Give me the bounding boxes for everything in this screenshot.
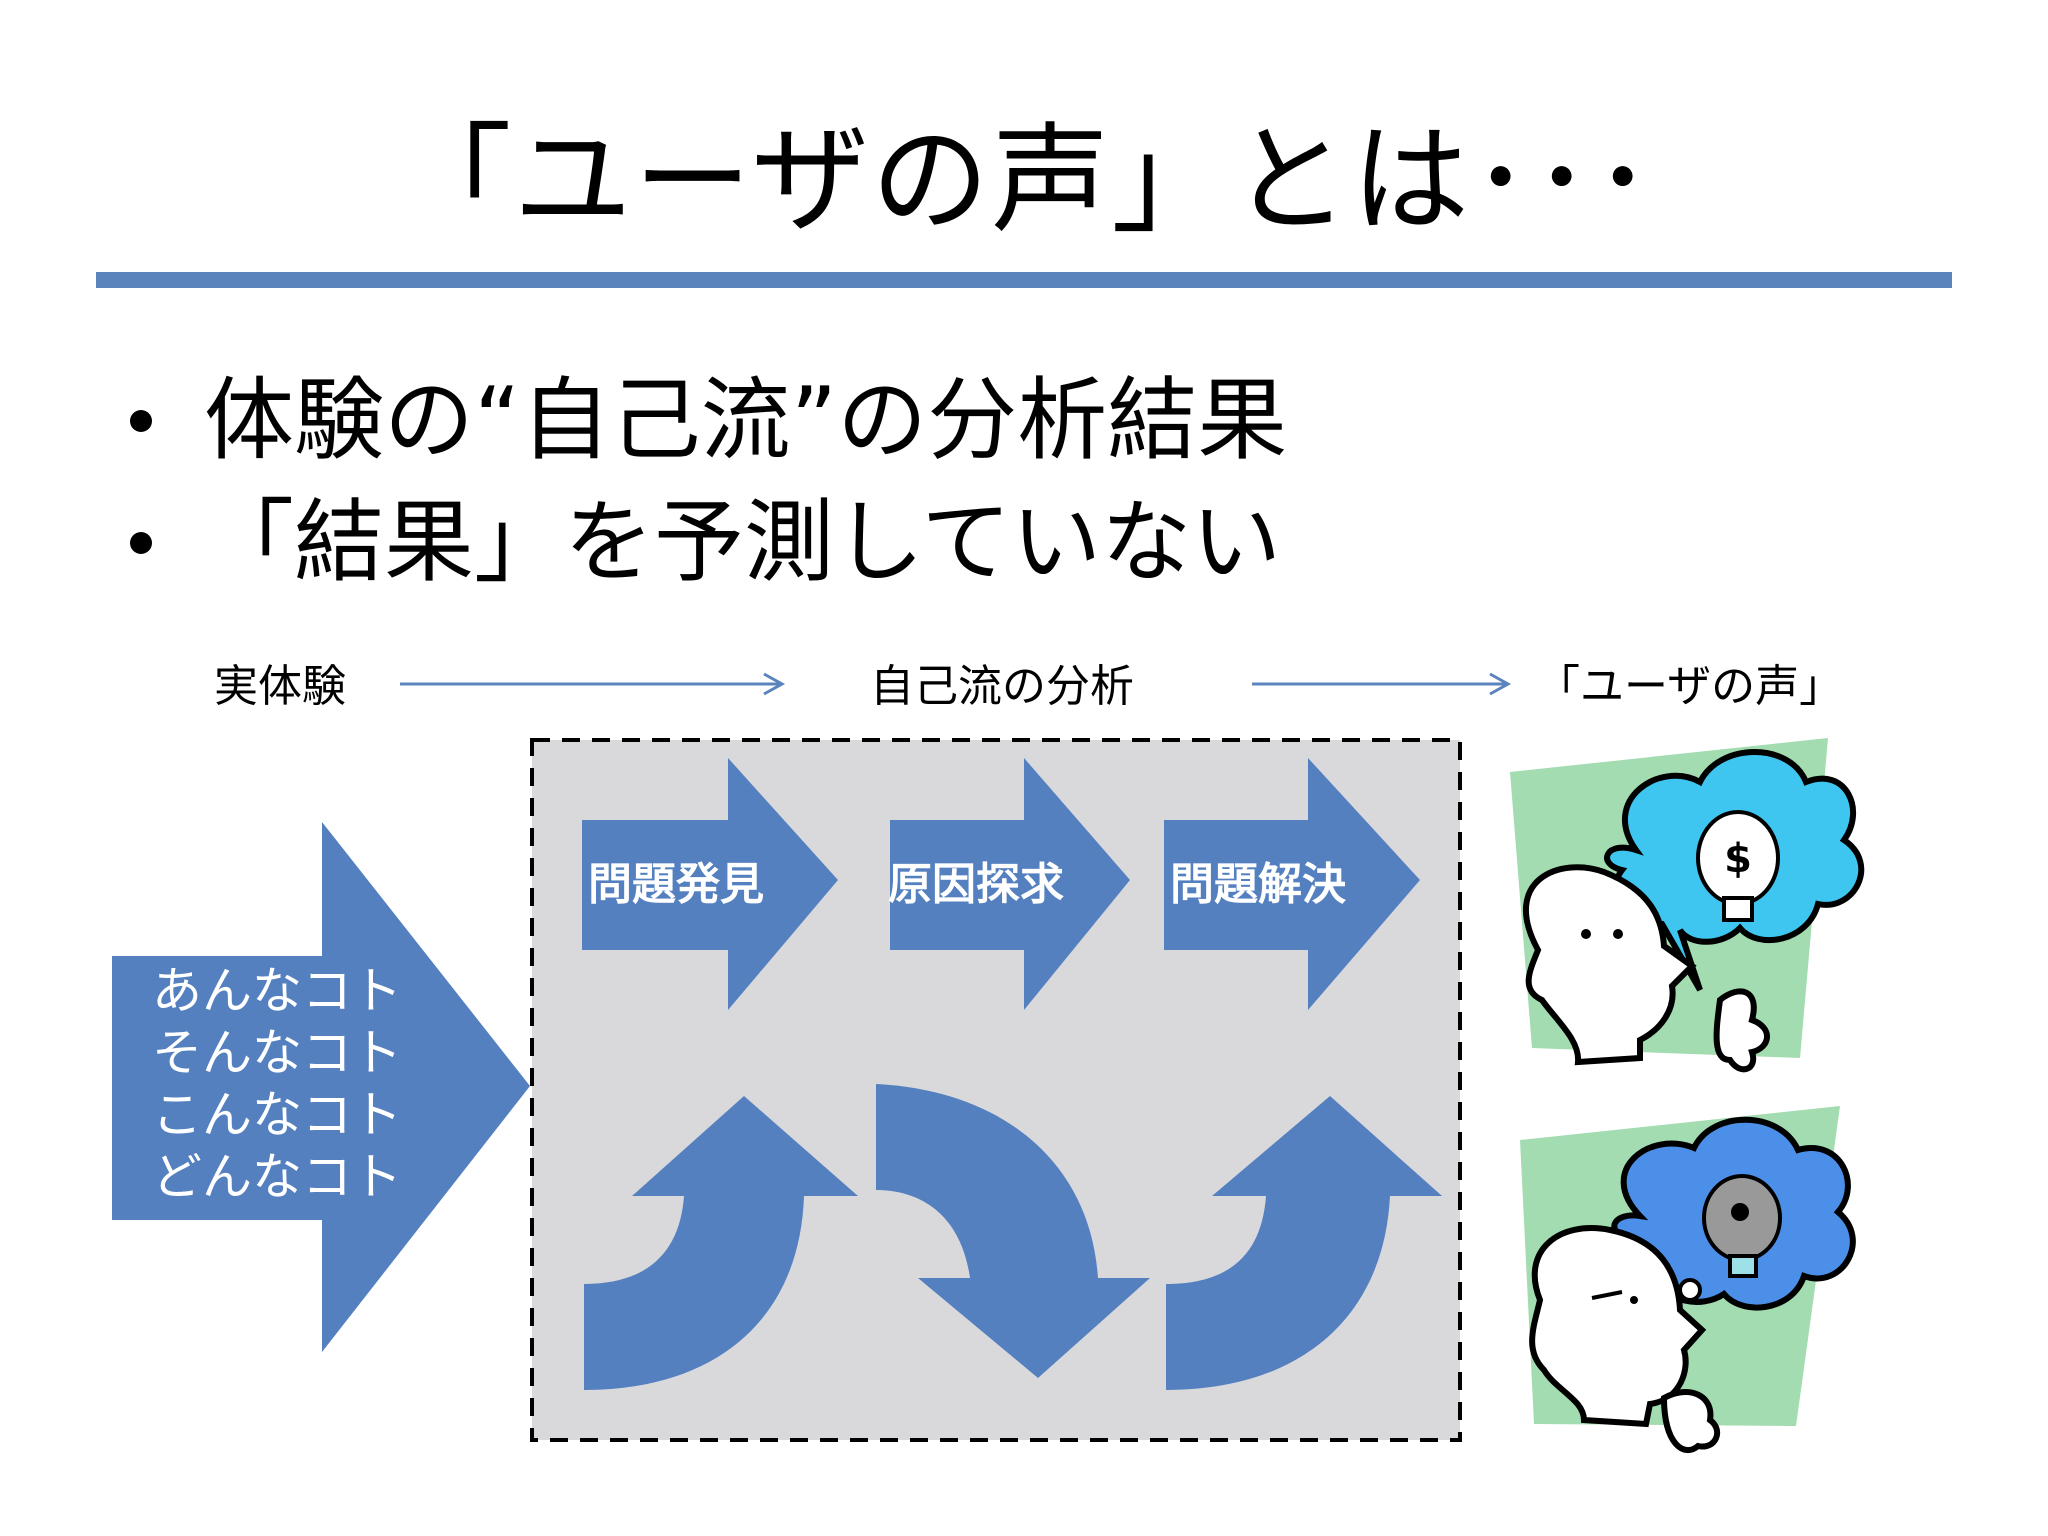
flow-connector-arrow <box>400 672 786 696</box>
curved-up-arrow-shape <box>1166 1096 1442 1390</box>
step-label-discovery: 問題発見 <box>588 859 764 910</box>
experience-line: あんなコト <box>152 962 402 1020</box>
step-label-cause: 原因探求 <box>888 859 1064 910</box>
step-arrow-shape <box>582 758 838 1010</box>
experience-line: そんなコト <box>152 1024 402 1082</box>
step-label-solution: 問題解決 <box>1170 859 1346 910</box>
flow-label-experience: 実体験 <box>214 661 346 712</box>
experience-arrow-text: あんなコト そんなコト こんなコト どんなコト <box>152 960 402 1208</box>
experience-arrow-shape <box>112 822 530 1352</box>
bullet-item: 体験の“自己流”の分析結果 <box>120 360 1287 482</box>
step-arrow-shape <box>1164 758 1420 1010</box>
bullet-item: 「結果」を予測していない <box>120 482 1287 604</box>
experience-line: こんなコト <box>152 1086 402 1144</box>
bullet-list: 体験の“自己流”の分析結果 「結果」を予測していない <box>120 360 1287 604</box>
slide-title: 「ユーザの声」とは･･･ <box>393 111 1655 249</box>
bullet-text: 体験の“自己流”の分析結果 <box>204 368 1288 473</box>
curved-up-arrow-shape <box>584 1096 858 1390</box>
step-arrow-shape <box>890 758 1130 1010</box>
flow-label-analysis: 自己流の分析 <box>870 661 1134 712</box>
bullet-dot <box>130 410 152 432</box>
flow-label-voice: 「ユーザの声」 <box>1536 661 1844 712</box>
bullet-dot <box>130 532 152 554</box>
experience-line: どんなコト <box>152 1148 402 1206</box>
bullet-text: 「結果」を予測していない <box>204 490 1282 595</box>
curved-down-arrow-shape <box>876 1084 1150 1378</box>
person-idea-money-bulb-icon: $ <box>1510 738 1865 1073</box>
svg-text:$: $ <box>1724 836 1752 882</box>
flow-connector-arrow <box>1252 672 1512 696</box>
person-thinking-broken-bulb-icon <box>1520 1106 1856 1454</box>
title-divider <box>96 272 1952 288</box>
